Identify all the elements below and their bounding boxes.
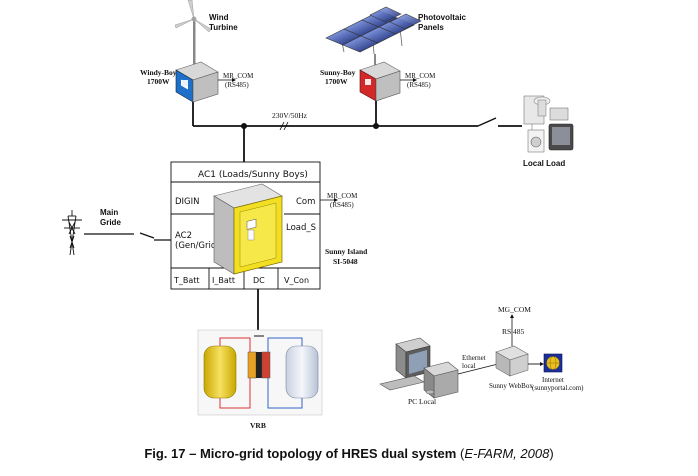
terminal-dc: DC	[253, 276, 265, 285]
caption-main: Fig. 17 – Micro-grid topology of HRES du…	[144, 446, 457, 461]
wind-turbine-icon	[174, 0, 212, 68]
terminal-digin: DIGIN	[175, 197, 200, 207]
sunny-boy-com-label-1: MR_COM	[405, 72, 436, 80]
sunny-boy-com-label-2: (RS485)	[407, 81, 431, 89]
grid-pylon-icon	[62, 210, 82, 256]
mg-com-label: MG_COM	[498, 305, 531, 314]
vrb-label: VRB	[250, 421, 266, 430]
windy-boy-label-2: 1700W	[147, 77, 170, 86]
sunny-webbox-icon	[495, 345, 529, 377]
pc-local-icon	[379, 337, 459, 399]
bus-junction-1	[241, 123, 247, 129]
windy-boy-label-1: Windy-Boy	[140, 68, 177, 77]
local-load-label: Local Load	[523, 159, 565, 168]
figure-caption: Fig. 17 – Micro-grid topology of HRES du…	[144, 446, 554, 461]
bus-voltage-label: 230V/50Hz	[272, 111, 308, 120]
grid-connection-line	[84, 232, 171, 241]
vrb-battery-icon	[197, 329, 323, 416]
ethernet-label-2: local	[462, 362, 476, 370]
terminal-t-batt: T_Batt	[173, 276, 200, 285]
island-com-label-1: MR_COM	[327, 192, 358, 200]
internet-label-1: Internet	[542, 376, 564, 384]
island-com-label-2: (RS485)	[330, 201, 354, 209]
windy-boy-com-label-1: MR_COM	[223, 72, 254, 80]
pc-local-label: PC Local	[408, 397, 436, 406]
terminal-ac1: AC1 (Loads/Sunny Boys)	[198, 170, 308, 180]
terminal-v-con: V_Con	[284, 276, 309, 285]
sunny-boy-label-2: 1700W	[325, 77, 348, 86]
ethernet-label-1: Ethernet	[462, 354, 486, 362]
wind-turbine-label-2: Turbine	[209, 23, 238, 32]
internet-label-2: (sunnyportal.com)	[532, 384, 584, 392]
caption-source: E-FARM, 2008	[464, 446, 550, 461]
wind-turbine-label-1: Wind	[209, 13, 229, 22]
terminal-i-batt: I_Batt	[212, 276, 235, 285]
terminal-com: Com	[296, 197, 315, 207]
bus-junction-2	[373, 123, 379, 129]
sunny-boy-label-1: Sunny-Boy	[320, 68, 356, 77]
terminal-load-s: Load_S	[286, 223, 316, 233]
rs485-label: RS 485	[502, 327, 525, 336]
internet-globe-icon	[543, 353, 563, 373]
main-grid-label-2: Gride	[100, 218, 121, 227]
sunny-boy-inverter-icon	[359, 54, 401, 102]
photovoltaic-label-1: Photovoltaic	[418, 13, 467, 22]
windy-boy-com-label-2: (RS485)	[225, 81, 249, 89]
ethernet-line	[457, 363, 499, 375]
photovoltaic-panels-icon	[325, 6, 422, 55]
terminal-ac2-1: AC2	[175, 231, 192, 241]
sunny-webbox-label: Sunny WebBox	[489, 382, 533, 390]
sunny-island-label-1: Sunny Island	[325, 247, 368, 256]
windy-boy-inverter-icon	[175, 61, 219, 103]
terminal-ac2-2: (Gen/Grid)	[175, 241, 220, 251]
sunny-island-inverter-icon	[213, 183, 283, 275]
local-load-icon	[523, 95, 574, 153]
ac-bus-line	[192, 101, 522, 162]
photovoltaic-label-2: Panels	[418, 23, 444, 32]
sunny-island-label-2: SI-5048	[333, 257, 358, 266]
main-grid-label-1: Main	[100, 208, 118, 217]
